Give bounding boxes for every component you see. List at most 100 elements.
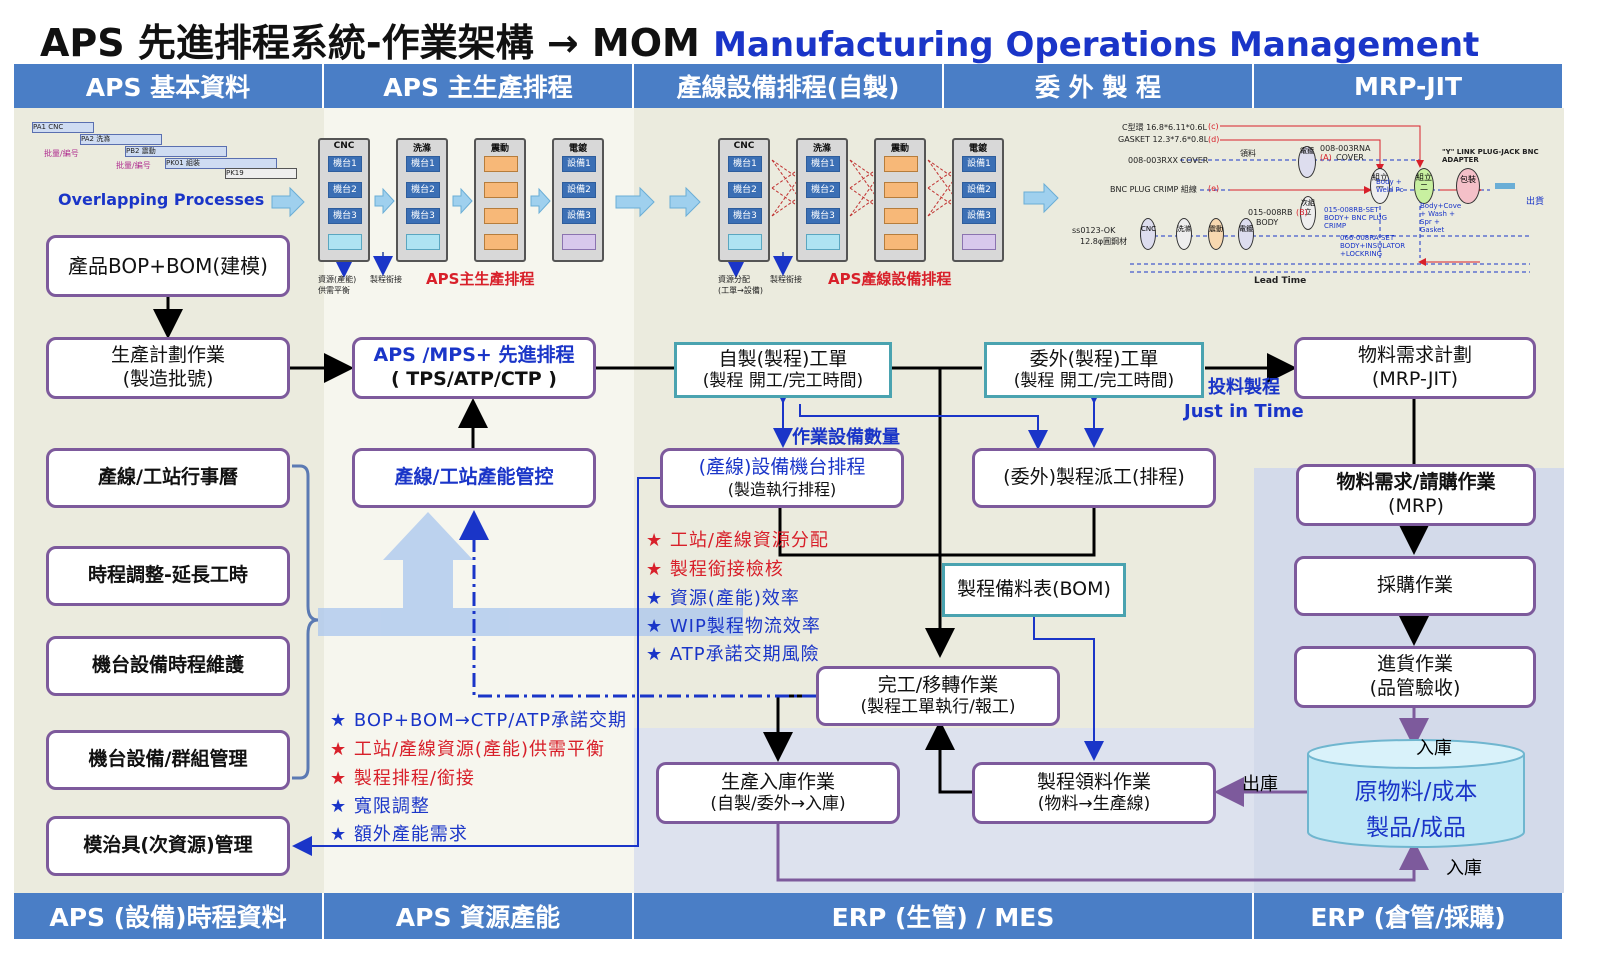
mrp-lbl: (d) xyxy=(1208,135,1220,144)
calendar-label: 產線/工站行事曆 xyxy=(98,466,238,489)
mrp-node-wash: 洗滌 xyxy=(1176,218,1192,250)
aps-line-slot-empty xyxy=(884,208,918,224)
aps-main-diagram: CNC 機台1 機台2 機台3 洗滌 機台1 機台2 機台3 震動 電鍍 設備1… xyxy=(318,138,608,295)
aps-line-slot: 機台3 xyxy=(728,208,762,224)
overlap-bar-2: PA2 洗滌 xyxy=(80,134,162,145)
capacity-control-box[interactable]: 產線/工站產能管控 xyxy=(352,448,596,508)
band-top-1: APS 基本資料 xyxy=(14,64,324,108)
aps-line-slot-empty xyxy=(728,234,762,250)
aps-line-slot-empty xyxy=(962,234,996,250)
self-order-box[interactable]: 自製(製程)工單 (製程 開工/完工時間) xyxy=(674,342,892,398)
purchase-box[interactable]: 採購作業 xyxy=(1294,556,1536,616)
requisition-box[interactable]: 物料需求/請購作業 (MRP) xyxy=(1296,464,1536,526)
outsource-dispatch-box[interactable]: (委外)製程派工(排程) xyxy=(972,448,1216,508)
aps-line-slot: 設備3 xyxy=(962,208,996,224)
aps-line-slot: 機台1 xyxy=(806,156,840,172)
requisition-label: 物料需求/請購作業 xyxy=(1336,471,1496,494)
mrp-node-asm1: 組立一 xyxy=(1370,168,1390,204)
completion-box[interactable]: 完工/移轉作業 (製程工單執行/報工) xyxy=(816,666,1060,726)
aps-main-slot-empty xyxy=(484,234,518,250)
outsource-order-box[interactable]: 委外(製程)工單 (製程 開工/完工時間) xyxy=(984,342,1204,398)
aps-line-slot-empty xyxy=(884,156,918,172)
bracket xyxy=(292,464,319,780)
mrp-node-plate: 電鍍 xyxy=(1298,146,1316,178)
inventory-database[interactable] xyxy=(1306,738,1526,850)
bop-label: 產品BOP+BOM(建模) xyxy=(68,253,268,278)
receiving-box[interactable]: 進貨作業 (品管驗收) xyxy=(1294,646,1536,708)
star-left-3: ★ 製程排程/銜接 xyxy=(330,768,475,789)
aps-main-col-vib: 震動 xyxy=(474,138,526,262)
aps-main-foot2: 製程銜接 xyxy=(370,275,402,284)
aps-line-foot2: 製程銜接 xyxy=(770,275,802,284)
mrp-node-subasm: 次組立 xyxy=(1300,196,1316,230)
mrp-lbl: COVER xyxy=(1336,153,1364,162)
material-pick-box[interactable]: 製程領料作業 (物料→生產線) xyxy=(972,762,1216,824)
aps-mps-sub: ( TPS/ATP/CTP ) xyxy=(391,368,557,390)
outsource-dispatch-label: (委外)製程派工(排程) xyxy=(1003,466,1185,489)
band-top-4: 委 外 製 程 xyxy=(944,64,1254,108)
stock-out-label: 出庫 xyxy=(1242,774,1278,795)
mrp-plan-box[interactable]: 物料需求計劃 (MRP-JIT) xyxy=(1294,337,1536,399)
star-left-4: ★ 寬限調整 xyxy=(330,796,430,817)
aps-line-slot: 機台1 xyxy=(728,156,762,172)
schedule-adjust-label: 時程調整-延長工時 xyxy=(88,564,248,587)
machine-maint-box[interactable]: 機台設備時程維護 xyxy=(46,636,290,696)
tooling-box[interactable]: 模治具(次資源)管理 xyxy=(46,816,290,876)
mrp-lbl: Body + Weld Pc xyxy=(1376,178,1404,194)
overlap-bar-3: PB2 震動 xyxy=(125,146,227,157)
mrp-lbl: Lead Time xyxy=(1254,276,1307,286)
mrp-lbl: 015-008RB xyxy=(1248,208,1293,217)
mrp-lbl: 008-003RXX COVER xyxy=(1128,156,1209,165)
mrp-node-pack: 包裝 xyxy=(1456,168,1480,204)
bom-box[interactable]: 製程備料表(BOM) xyxy=(942,563,1126,617)
mrp-lbl: 008-003RNA xyxy=(1320,144,1371,153)
purchase-label: 採購作業 xyxy=(1376,574,1453,597)
aps-main-slot-empty xyxy=(484,182,518,198)
aps-main-slot: 機台3 xyxy=(328,208,362,224)
aps-main-col-cnc: CNC 機台1 機台2 機台3 xyxy=(318,138,370,262)
overlap-label: Overlapping Processes xyxy=(58,190,265,209)
mrp-lbl: BODY xyxy=(1256,218,1279,227)
aps-line-label: APS產線設備排程 xyxy=(828,270,952,288)
equipment-schedule-sub: (製造執行排程) xyxy=(727,479,837,499)
overlap-note-1: 批量/編号 xyxy=(44,149,79,158)
equipment-schedule-label: (產線)設備機台排程 xyxy=(698,456,866,479)
machine-group-label: 機台設備/群組管理 xyxy=(88,748,248,771)
aps-main-label: APS主生產排程 xyxy=(426,270,535,288)
aps-main-slot-empty xyxy=(562,234,596,250)
aps-line-foot1: 資源分配 (工單→設備) xyxy=(718,275,763,295)
schedule-adjust-box[interactable]: 時程調整-延長工時 xyxy=(46,546,290,606)
mrp-node-label: 洗滌 xyxy=(1177,225,1191,233)
equipment-schedule-box[interactable]: (產線)設備機台排程 (製造執行排程) xyxy=(660,448,904,508)
calendar-box[interactable]: 產線/工站行事曆 xyxy=(46,448,290,508)
material-pick-label: 製程領料作業 xyxy=(1036,770,1151,793)
bop-box[interactable]: 產品BOP+BOM(建模) xyxy=(46,235,290,297)
production-plan-box[interactable]: 生產計劃作業(製造批號) xyxy=(46,337,290,399)
receiving-sub: (品管驗收) xyxy=(1369,677,1461,699)
production-plan-sub: (製造批號) xyxy=(122,368,214,390)
aps-line-col-head: 洗滌 xyxy=(812,144,831,154)
title-main: APS 先進排程系統-作業架構 → MOM xyxy=(40,21,700,65)
mrp-node-label: 震動 xyxy=(1209,225,1223,233)
mrp-lbl: (c) xyxy=(1208,122,1219,131)
aps-main-foot1: 資源(產能) 供需平衡 xyxy=(318,275,357,295)
completion-label: 完工/移轉作業 xyxy=(877,673,999,696)
aps-main-col-head: 震動 xyxy=(490,144,509,154)
band-top-3: 產線設備排程(自製) xyxy=(634,64,944,108)
overlap-bar-5: PK19 xyxy=(225,168,297,179)
mrp-node-label: 電鍍 xyxy=(1239,225,1253,233)
aps-mps-box[interactable]: APS /MPS+ 先進排程 ( TPS/ATP/CTP ) xyxy=(352,337,596,399)
capacity-control-label: 產線/工站產能管控 xyxy=(394,466,554,489)
requisition-sub: (MRP) xyxy=(1388,495,1444,517)
tooling-label: 模治具(次資源)管理 xyxy=(83,834,253,857)
mrp-node-label: 組立二 xyxy=(1416,173,1432,192)
aps-main-slot-empty xyxy=(328,234,362,250)
overlap-note-2: 批量/編号 xyxy=(116,161,151,170)
overlap-diagram: PA1 CNC PA2 洗滌 PB2 震動 PK01 組裝 PK19 批量/編号… xyxy=(30,118,300,218)
aps-line-slot: 設備2 xyxy=(962,182,996,198)
machine-group-box[interactable]: 機台設備/群組管理 xyxy=(46,730,290,790)
feed-process-label: 投料製程 xyxy=(1208,377,1280,398)
warehouse-in-box[interactable]: 生產入庫作業 (自製/委外→入庫) xyxy=(656,762,900,824)
band-bottom-1: APS (設備)時程資料 xyxy=(14,893,324,939)
